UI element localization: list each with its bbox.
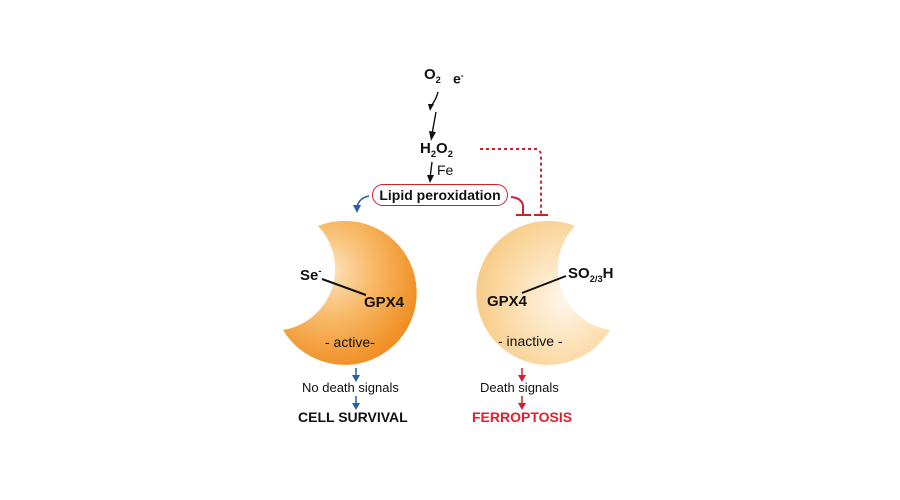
inactive-state-label: - inactive - <box>498 333 563 349</box>
h2o2-o: O <box>436 140 448 157</box>
electron-text: e <box>453 70 461 87</box>
blue-curved-arrowhead <box>353 205 361 213</box>
ferroptosis-arrowheads <box>518 375 526 410</box>
se-bond-line <box>321 278 367 296</box>
so-label: SO2/3H <box>568 265 613 284</box>
electron-label: e- <box>453 70 464 87</box>
o2-label: O2 <box>424 66 441 85</box>
h2o2-label: H2O2 <box>420 140 453 159</box>
cell-survival-label: CELL SURVIVAL <box>298 409 408 425</box>
so-text: SO <box>568 265 590 282</box>
h2o2-sub1: 2 <box>430 149 437 159</box>
gpx4-inactive-label: GPX4 <box>487 293 528 310</box>
lipid-peroxidation-box: Lipid peroxidation <box>372 184 508 206</box>
arrowheads-top <box>427 104 436 183</box>
o2-subscript: 2 <box>435 75 441 85</box>
se-text: Se <box>300 267 319 284</box>
inhibit-dashed-line <box>480 148 542 215</box>
no-death-signals-label: No death signals <box>302 380 399 395</box>
so-subscript: 2/3 <box>589 274 603 284</box>
electron-superscript: - <box>460 70 464 80</box>
so-bond-line <box>521 275 567 294</box>
ferroptosis-label: FERROPTOSIS <box>472 409 573 425</box>
gpx4-active-label: GPX4 <box>364 294 405 311</box>
h2o2-h: H <box>420 140 431 157</box>
survival-arrowheads <box>352 375 360 410</box>
o2-text: O <box>424 66 436 83</box>
se-label: Se- <box>300 266 321 284</box>
so-h-text: H <box>602 265 614 282</box>
fe-label: Fe <box>437 162 454 178</box>
gpx4-active-crescent <box>283 220 417 365</box>
gpx4-inactive-crescent <box>476 220 610 365</box>
active-state-label: - active- <box>325 334 375 350</box>
h2o2-sub2: 2 <box>447 149 453 159</box>
se-superscript: - <box>318 266 322 276</box>
death-signals-label: Death signals <box>480 380 559 395</box>
inhibit-solid-line <box>510 196 524 215</box>
